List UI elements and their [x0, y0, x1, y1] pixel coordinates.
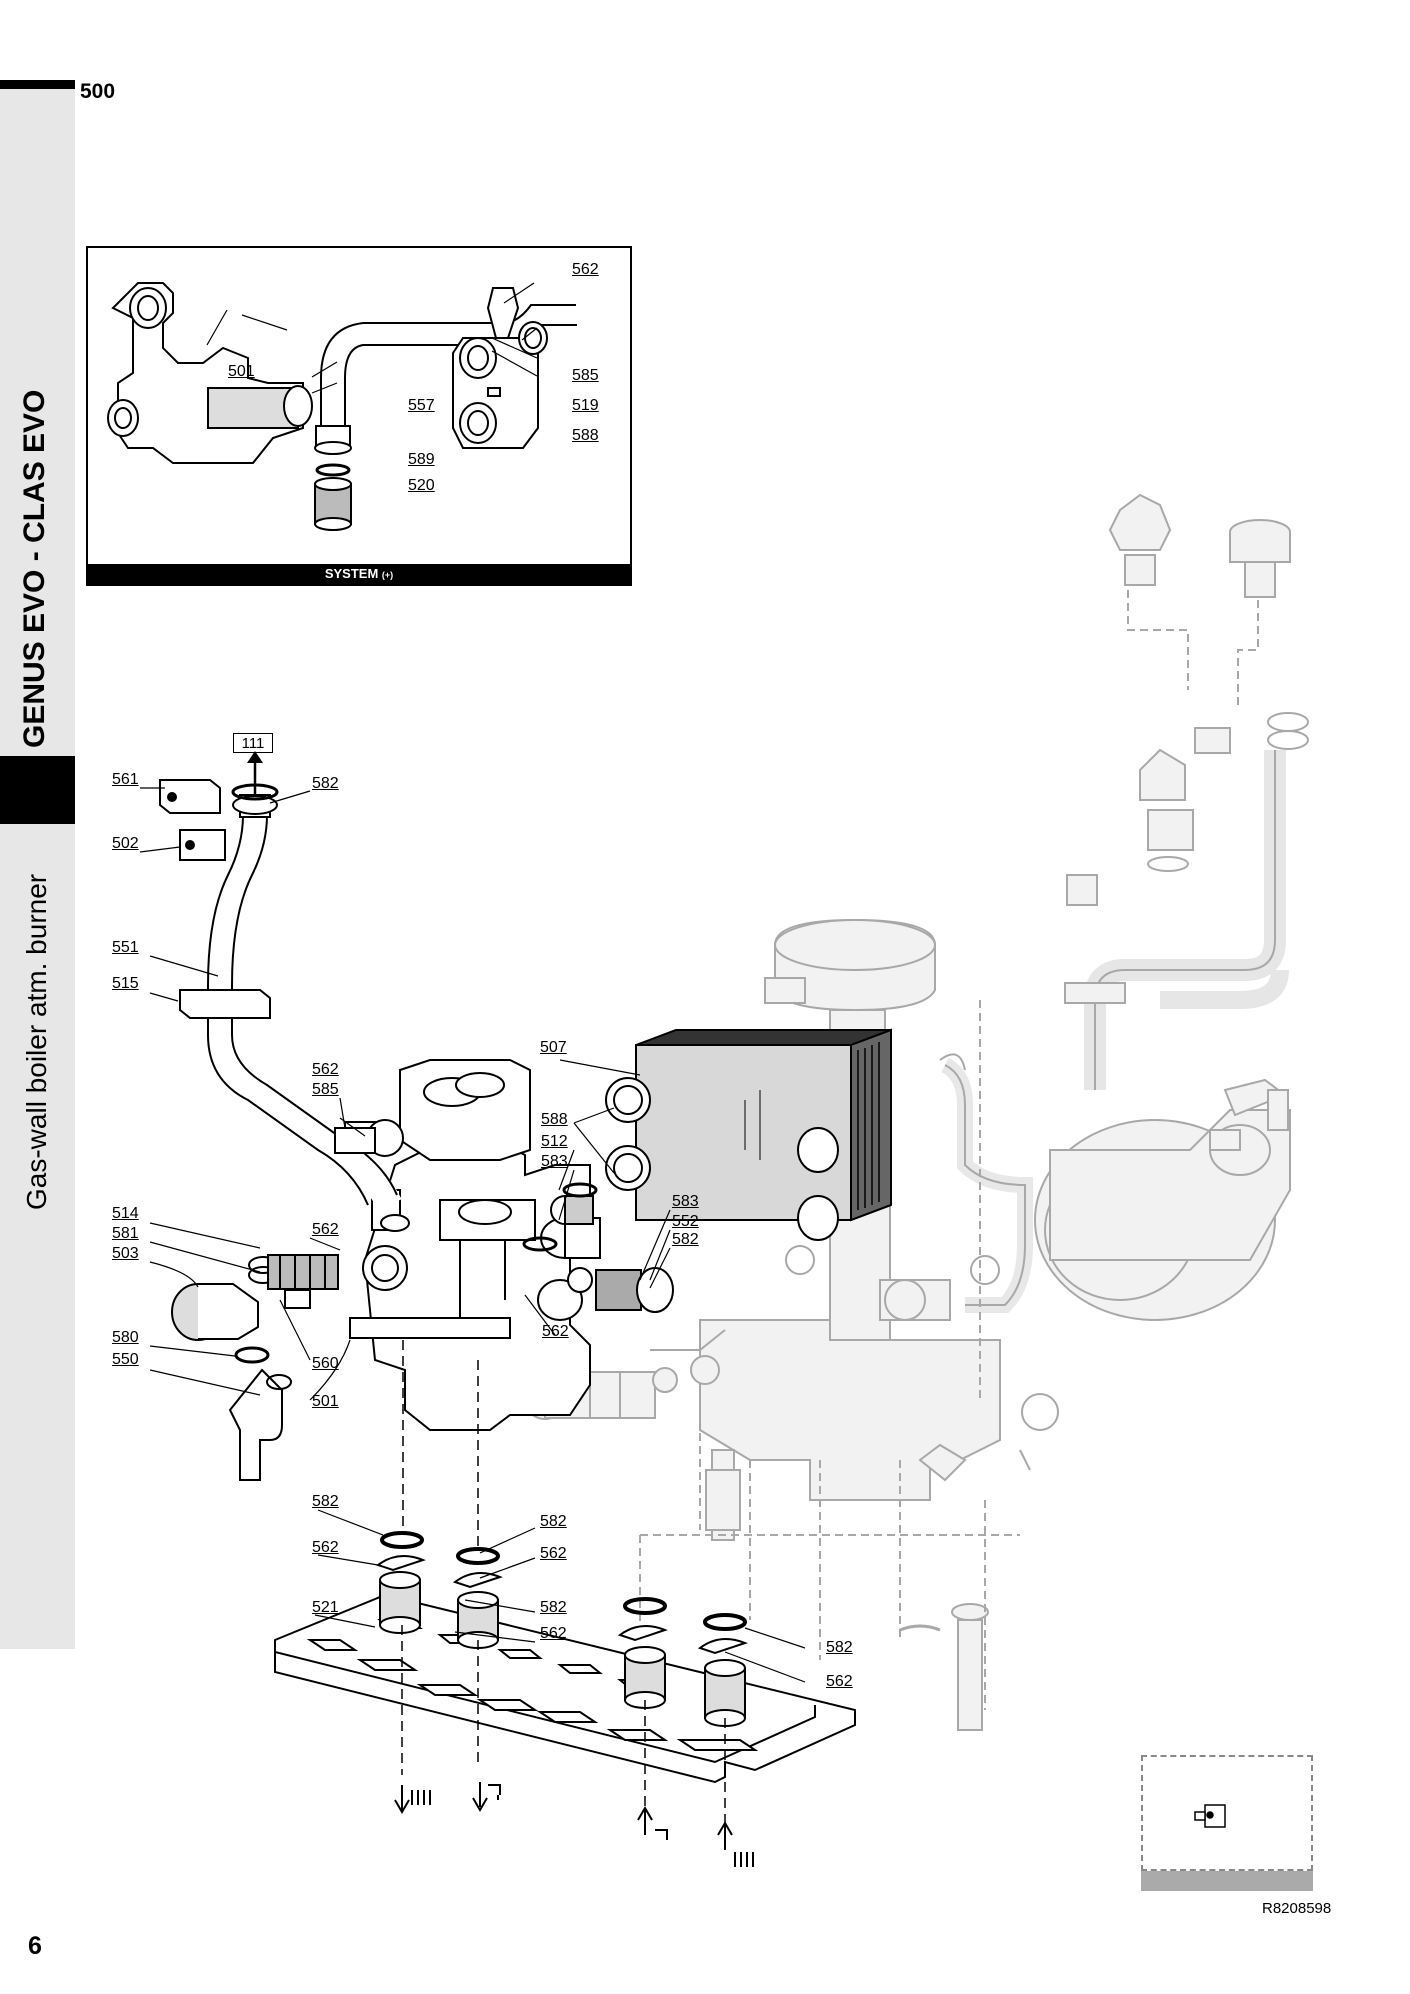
- label-582: 582: [312, 775, 339, 792]
- mounting-plate: [274, 1531, 856, 1784]
- right-cartridges: [522, 1182, 674, 1313]
- label-514: 514: [112, 1205, 139, 1222]
- drawing-code: R8208598: [1262, 1900, 1332, 1917]
- label-580: 580: [112, 1329, 139, 1346]
- label-582-e: 582: [540, 1599, 567, 1616]
- plate-heat-exchanger: [605, 1028, 892, 1241]
- label-562-d: 562: [312, 1539, 339, 1556]
- label-583: 583: [541, 1153, 568, 1170]
- page-number: 6: [28, 1932, 42, 1960]
- label-588: 588: [541, 1111, 568, 1128]
- label-552: 552: [672, 1213, 699, 1230]
- sidebar-marker: [0, 756, 75, 824]
- label-585: 585: [312, 1081, 339, 1098]
- label-502: 502: [112, 835, 139, 852]
- ref-arrow-head: [247, 751, 263, 763]
- label-583-b: 583: [672, 1193, 699, 1210]
- alignment-lines: [401, 1340, 726, 1833]
- reference-box-111: 111: [233, 733, 273, 753]
- label-562-b: 562: [312, 1221, 339, 1238]
- label-503: 503: [112, 1245, 139, 1262]
- flow-symbols: [394, 1782, 754, 1867]
- label-551: 551: [112, 939, 139, 956]
- kit-box-bar: [1141, 1871, 1313, 1891]
- sidebar-strip: [0, 89, 75, 1649]
- label-515: 515: [112, 975, 139, 992]
- inset-label-519: 519: [572, 397, 599, 414]
- inset-drawing: [107, 282, 577, 531]
- inset-label-520: 520: [408, 477, 435, 494]
- label-582-c: 582: [312, 1493, 339, 1510]
- kit-box: [1141, 1755, 1313, 1871]
- inset-label-557: 557: [408, 397, 435, 414]
- label-512: 512: [541, 1133, 568, 1150]
- label-507: 507: [540, 1039, 567, 1056]
- label-582-b: 582: [672, 1231, 699, 1248]
- inset-label-585: 585: [572, 367, 599, 384]
- section-number: 500: [80, 80, 116, 103]
- ghost-assembly: [522, 493, 1309, 1731]
- label-562-e: 562: [540, 1545, 567, 1562]
- top-rule: [0, 80, 75, 89]
- inset-label-589: 589: [408, 451, 435, 468]
- inset-label-562: 562: [572, 261, 599, 278]
- label-582-f: 582: [826, 1639, 853, 1656]
- label-561: 561: [112, 771, 139, 788]
- safety-valve-parts: [171, 1254, 339, 1481]
- label-562-c: 562: [542, 1323, 569, 1340]
- label-562-f: 562: [540, 1625, 567, 1642]
- label-582-d: 582: [540, 1513, 567, 1530]
- label-562: 562: [312, 1061, 339, 1078]
- label-501: 501: [312, 1393, 339, 1410]
- label-562-g: 562: [826, 1673, 853, 1690]
- system-inset: 562 501 585 557 519 588 589 520 SYSTEM (…: [86, 246, 632, 586]
- label-550: 550: [112, 1351, 139, 1368]
- leader-lines: [139, 787, 806, 1683]
- label-560: 560: [312, 1355, 339, 1372]
- inset-caption: SYSTEM (+): [88, 564, 630, 584]
- label-581: 581: [112, 1225, 139, 1242]
- inset-label-501: 501: [228, 363, 255, 380]
- inset-label-588: 588: [572, 427, 599, 444]
- kit-part: [1194, 1804, 1226, 1828]
- label-521: 521: [312, 1599, 339, 1616]
